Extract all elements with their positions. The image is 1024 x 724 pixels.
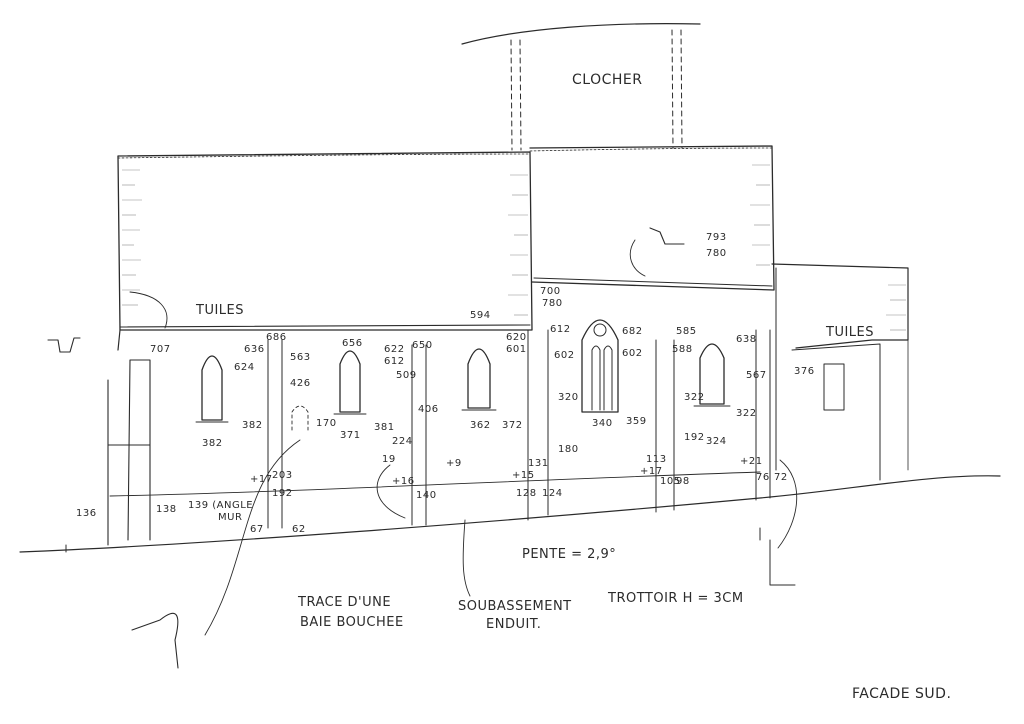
- level-650: 650: [412, 340, 433, 351]
- enduit-label: ENDUIT.: [486, 617, 541, 632]
- baie-label: BAIE BOUCHEE: [300, 615, 404, 630]
- level-140: 140: [416, 490, 437, 501]
- level-382a: 382: [202, 438, 223, 449]
- level-62: 62: [292, 524, 306, 535]
- windows: [195, 319, 731, 431]
- bell-tower: [461, 23, 701, 151]
- level-780a: 780: [542, 298, 563, 309]
- level-224: 224: [392, 436, 413, 447]
- level-509: 509: [396, 370, 417, 381]
- level-16: +16: [392, 476, 415, 487]
- level-382b: 382: [242, 420, 263, 431]
- level-124: 124: [542, 488, 563, 499]
- level-19: 19: [382, 454, 396, 465]
- angle-mur2-label: MUR: [218, 512, 242, 523]
- level-602a: 602: [554, 350, 575, 361]
- annotation-arrows: [47, 227, 798, 669]
- level-686: 686: [266, 332, 287, 343]
- level-381: 381: [374, 422, 395, 433]
- level-707: 707: [150, 344, 171, 355]
- level-203: 203: [272, 470, 293, 481]
- level-638: 638: [736, 334, 757, 345]
- level-67: 67: [250, 524, 264, 535]
- level-376: 376: [794, 366, 815, 377]
- level-563: 563: [290, 352, 311, 363]
- level-585: 585: [676, 326, 697, 337]
- level-620: 620: [506, 332, 527, 343]
- level-192b: 192: [272, 488, 293, 499]
- level-359: 359: [626, 416, 647, 427]
- level-192: 192: [684, 432, 705, 443]
- level-793: 793: [706, 232, 727, 243]
- level-322a: 322: [684, 392, 705, 403]
- level-72: 72: [774, 472, 788, 483]
- level-98: 98: [676, 476, 690, 487]
- level-180: 180: [558, 444, 579, 455]
- level-136: 136: [76, 508, 97, 519]
- level-406: 406: [418, 404, 439, 415]
- level-371: 371: [340, 430, 361, 441]
- level-612: 612: [384, 356, 405, 367]
- level-700: 700: [540, 286, 561, 297]
- main-roof: [117, 151, 533, 331]
- soubassement-label: SOUBASSEMENT: [458, 599, 572, 614]
- trace-label: TRACE D'UNE: [297, 595, 391, 610]
- clocher-label: CLOCHER: [572, 72, 642, 88]
- level-372: 372: [502, 420, 523, 431]
- level-15: +15: [512, 470, 535, 481]
- level-320: 320: [558, 392, 579, 403]
- wall-and-ground: [19, 329, 1001, 553]
- level-636: 636: [244, 344, 265, 355]
- level-113: 113: [646, 454, 667, 465]
- level-602b: 602: [622, 348, 643, 359]
- angle-mur-label: 139 (ANGLE: [188, 500, 253, 511]
- trottoir-label: TROTTOIR H = 3CM: [607, 591, 744, 606]
- level-780b: 780: [706, 248, 727, 259]
- level-622: 622: [384, 344, 405, 355]
- level-138: 138: [156, 504, 177, 515]
- level-588: 588: [672, 344, 693, 355]
- level-612b: 612: [550, 324, 571, 335]
- level-324: 324: [706, 436, 727, 447]
- level-105: 105: [660, 476, 681, 487]
- pente-label: PENTE = 2,9°: [522, 547, 616, 562]
- level-340: 340: [592, 418, 613, 429]
- level-426: 426: [290, 378, 311, 389]
- lean-to-roof: [771, 263, 909, 481]
- level-131: 131: [528, 458, 549, 469]
- level-128: 128: [516, 488, 537, 499]
- level-594: 594: [470, 310, 491, 321]
- facade-label: FACADE SUD.: [852, 686, 951, 702]
- level-682: 682: [622, 326, 643, 337]
- level-624: 624: [234, 362, 255, 373]
- level-117a: +17: [250, 474, 273, 485]
- level-601: 601: [506, 344, 527, 355]
- level-9: +9: [446, 458, 462, 469]
- level-567: 567: [746, 370, 767, 381]
- level-dimensions: 707 686 636 624 563 426 382 382 656 622 …: [76, 232, 815, 535]
- level-170: 170: [316, 418, 337, 429]
- tuiles-right-label: TUILES: [825, 325, 874, 340]
- level-322b: 322: [736, 408, 757, 419]
- tuiles-left-label: TUILES: [195, 303, 244, 318]
- level-76: 76: [756, 472, 770, 483]
- chapel-roof: [529, 145, 775, 291]
- level-117b: +17: [640, 466, 663, 477]
- level-362: 362: [470, 420, 491, 431]
- level-21: +21: [740, 456, 763, 467]
- level-656: 656: [342, 338, 363, 349]
